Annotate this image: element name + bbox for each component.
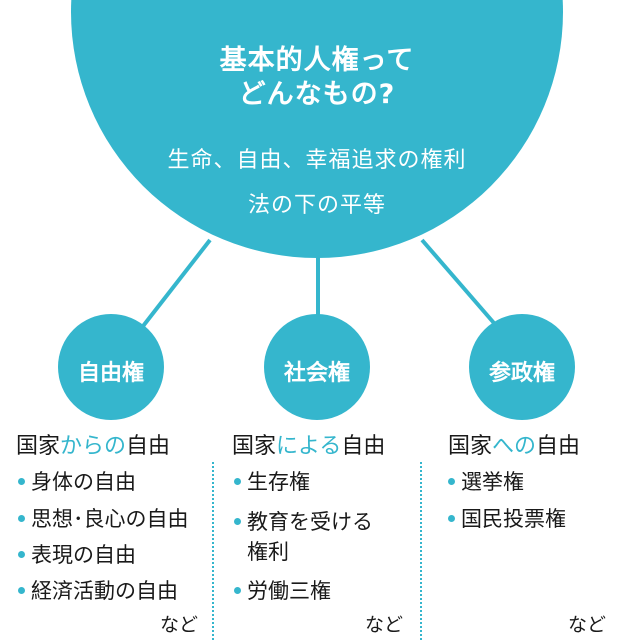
list-item-text: 教育を受ける [247, 510, 373, 534]
heading-accent: による [276, 434, 342, 459]
list-item: 国民投票権 [448, 505, 566, 533]
list-item: 思想･良心の自由 [18, 505, 189, 533]
bullet-dot-icon [234, 477, 241, 485]
list-item-text: 国民投票権 [461, 507, 566, 531]
connector-line-left [138, 238, 212, 332]
list-item: 身体の自由 [18, 468, 136, 496]
list-item-text: 身体の自由 [31, 470, 136, 494]
list-item: 表現の自由 [18, 541, 136, 569]
center-rights-line: 生命、自由、幸福追求の権利 [167, 148, 467, 173]
connector-line-right [420, 238, 502, 332]
etc-label: など [365, 614, 404, 636]
heading-accent: への [492, 434, 537, 459]
etc-label: など [568, 614, 607, 636]
list-item: 経済活動の自由 [18, 577, 178, 605]
etc-label: など [160, 614, 199, 636]
node-label-sanseiken: 参政権 [488, 361, 555, 386]
bullet-dot-icon [234, 517, 241, 525]
column-divider-left [212, 462, 214, 640]
bullet-dot-icon [18, 514, 25, 522]
center-title-line2: どんなもの? [238, 79, 396, 110]
column-heading-freedom-to-state: 国家への自由 [448, 428, 580, 460]
heading-post: 自由 [126, 434, 171, 459]
heading-post: 自由 [536, 434, 581, 459]
heading-pre: 国家 [448, 434, 493, 459]
node-circle-shakaiken [264, 314, 370, 420]
central-circle [71, 0, 563, 258]
column-heading-freedom-from-state: 国家からの自由 [16, 428, 170, 460]
bullet-dot-icon [448, 514, 455, 522]
center-title-line1: 基本的人権って [219, 45, 415, 76]
heading-accent: からの [60, 434, 127, 459]
bullet-dot-icon [18, 550, 25, 558]
list-item-text: 労働三権 [247, 579, 331, 603]
heading-pre: 国家 [232, 434, 277, 459]
node-label-shakaiken: 社会権 [283, 361, 350, 386]
list-item-continuation: 権利 [234, 538, 289, 566]
list-item: 労働三権 [234, 577, 331, 605]
heading-pre: 国家 [16, 434, 61, 459]
heading-post: 自由 [341, 434, 386, 459]
bullet-dot-icon [18, 477, 25, 485]
column-divider-right [420, 462, 422, 640]
bullet-dot-icon [18, 586, 25, 594]
list-item: 生存権 [234, 468, 310, 496]
node-circle-sanseiken [469, 314, 575, 420]
list-item-text: 選挙権 [461, 470, 524, 494]
list-item: 選挙権 [448, 468, 524, 496]
list-item-text: 生存権 [247, 470, 310, 494]
list-item-text: 表現の自由 [31, 543, 136, 567]
bullet-dot-icon [448, 477, 455, 485]
column-heading-freedom-by-state: 国家による自由 [232, 428, 385, 460]
node-label-jiyuken: 自由権 [77, 361, 144, 386]
node-circle-jiyuken [58, 314, 164, 420]
list-item-text: 経済活動の自由 [31, 579, 178, 603]
bullet-dot-icon [234, 586, 241, 594]
list-item-text: 思想･良心の自由 [31, 507, 189, 531]
list-item-text: 権利 [247, 540, 289, 564]
list-item: 教育を受ける [234, 508, 373, 536]
center-equality-line: 法の下の平等 [247, 193, 386, 218]
